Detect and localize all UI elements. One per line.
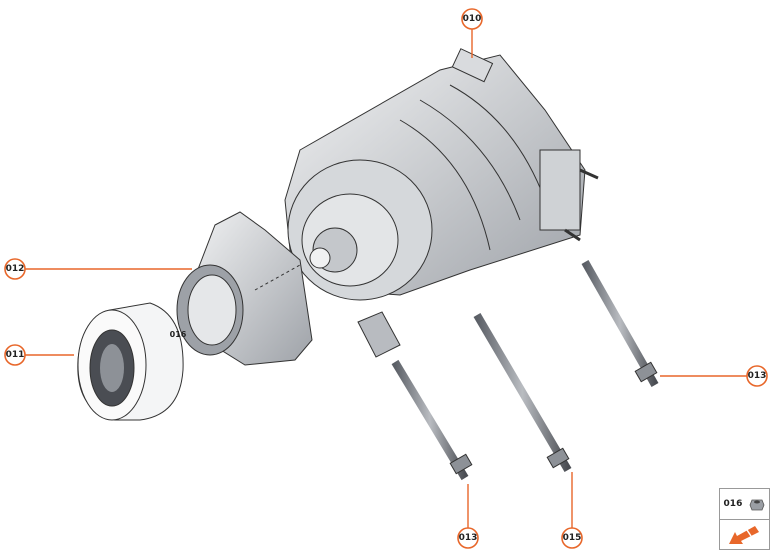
callout-012[interactable]: 012 xyxy=(4,258,192,280)
callout-013-bottom[interactable]: 013 xyxy=(457,484,479,549)
callout-010[interactable]: 010 xyxy=(461,8,483,58)
svg-text:013: 013 xyxy=(748,371,767,381)
nut-icon xyxy=(750,499,765,511)
svg-text:010: 010 xyxy=(463,14,482,24)
callout-015[interactable]: 015 xyxy=(561,472,583,549)
legend-item-label: 016 xyxy=(723,499,743,509)
legend-nav-button[interactable] xyxy=(720,520,769,549)
bushing-part-016 xyxy=(357,311,401,358)
svg-text:012: 012 xyxy=(6,264,25,274)
bolt-part-013-right xyxy=(581,260,659,387)
part-label-016: 016 xyxy=(170,330,187,339)
legend-box: 016 xyxy=(719,488,770,550)
callout-011[interactable]: 011 xyxy=(4,344,74,366)
svg-text:013: 013 xyxy=(459,533,478,543)
bolt-part-013-left xyxy=(391,359,473,481)
spline-sleeve-part-011 xyxy=(77,302,184,421)
legend-item-016[interactable]: 016 xyxy=(720,489,769,520)
clutch-plate-part-012 xyxy=(176,211,313,366)
bolt-part-015 xyxy=(473,312,572,473)
svg-text:015: 015 xyxy=(563,533,582,543)
orange-arrow-icon xyxy=(728,525,759,544)
svg-text:011: 011 xyxy=(6,350,25,360)
callout-013-right[interactable]: 013 xyxy=(660,365,768,387)
compressor-part-010 xyxy=(284,48,599,301)
